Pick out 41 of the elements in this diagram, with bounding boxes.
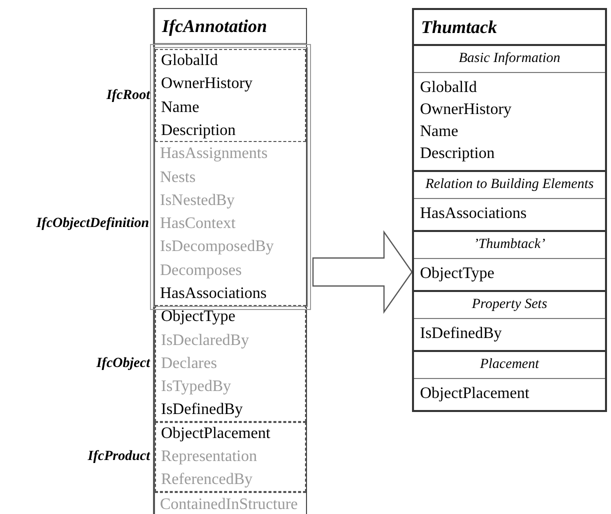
- attribute-name: ObjectType: [419, 264, 496, 284]
- attribute-name: IsDefinedBy: [419, 324, 503, 344]
- block-arrow: [312, 230, 413, 314]
- attribute-name: ReferencedBy: [160, 470, 253, 490]
- attribute-name: IsDeclaredBy: [160, 330, 249, 351]
- attribute-name: IsTypedBy: [160, 377, 231, 398]
- attribute-name: Name: [419, 122, 460, 142]
- attribute-name: HasAssignments: [159, 144, 268, 164]
- attribute-name: OwnerHistory: [419, 100, 513, 120]
- attribute-name: IsDecomposedBy: [159, 237, 274, 258]
- attribute-name: HasAssociations: [159, 284, 267, 304]
- attribute-name: ContainedInStructure: [155, 492, 306, 514]
- attribute-name: Declares: [160, 354, 217, 374]
- attribute-name: IsNestedBy: [159, 190, 235, 211]
- attribute-name: HasAssociations: [419, 204, 528, 224]
- class-box: [412, 8, 607, 412]
- attribute-name: Representation: [160, 447, 257, 468]
- attribute-name: Decomposes: [159, 260, 242, 281]
- attribute-name: ObjectPlacement: [160, 424, 270, 444]
- attribute-name: GlobalId: [160, 51, 218, 71]
- attribute-name: Name: [160, 98, 200, 118]
- attribute-name: IsDefinedBy: [160, 400, 243, 420]
- attribute-name: ObjectType: [160, 307, 236, 328]
- attribute-name: Description: [160, 120, 236, 141]
- section-heading: Basic Information: [414, 46, 605, 73]
- attribute-name: ObjectPlacement: [419, 384, 530, 404]
- attribute-name: Description: [419, 144, 496, 164]
- section-heading: Placement: [414, 352, 605, 379]
- group-label: IfcRoot: [106, 86, 150, 105]
- group-label: IfcObjectDefinition: [36, 214, 149, 233]
- section-heading: Property Sets: [414, 292, 605, 319]
- group-label: IfcObject: [96, 354, 150, 373]
- class-name: Thumtack: [420, 16, 498, 39]
- group-label: IfcProduct: [88, 448, 150, 466]
- attribute-name: Nests: [159, 168, 196, 188]
- section-heading: ’Thumbtack’: [414, 232, 605, 259]
- attribute-name: OwnerHistory: [160, 74, 253, 94]
- attribute-name: GlobalId: [419, 78, 478, 98]
- class-name: IfcAnnotation: [155, 9, 306, 44]
- attribute-name: HasContext: [159, 214, 236, 234]
- section-heading: Relation to Building Elements: [414, 172, 605, 199]
